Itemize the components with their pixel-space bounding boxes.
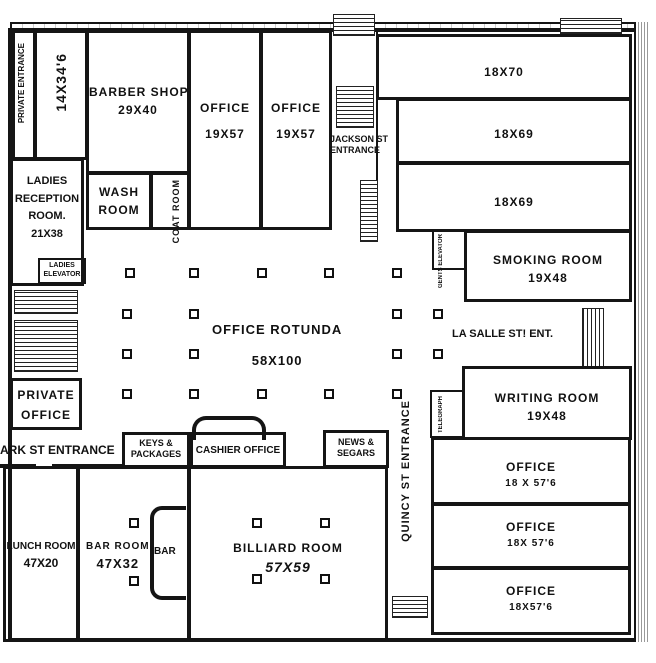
private-entrance: PRIVATE ENTRANCE	[12, 30, 36, 160]
bar-label: BAR	[154, 546, 176, 557]
stairs	[14, 320, 78, 372]
stairs	[336, 86, 374, 128]
telegraph-label: TELEGRAPH	[438, 396, 444, 434]
coat-room-label: COAT ROOM	[171, 179, 181, 244]
news-segars: NEWS &SEGARS	[323, 430, 389, 468]
park-st-entrance[interactable]: ARK ST ENTRANCE	[0, 443, 115, 457]
gents-elevator-label: GENTS ELEVATOR	[438, 234, 444, 289]
column-icon	[324, 389, 334, 399]
keys-packages: KEYS &PACKAGES	[122, 432, 190, 468]
office-18x70-label: 18X70	[484, 65, 524, 79]
column-icon	[129, 576, 139, 586]
private-entrance-label: PRIVATE ENTRANCE	[17, 43, 26, 124]
column-icon	[392, 349, 402, 359]
column-icon	[392, 389, 402, 399]
stairs	[360, 180, 378, 242]
keys-label: KEYS &PACKAGES	[130, 438, 182, 460]
column-icon	[189, 349, 199, 359]
column-icon	[125, 268, 135, 278]
coat-room: COAT ROOM	[150, 172, 190, 243]
column-icon	[122, 349, 132, 359]
east-sidewalk	[636, 22, 648, 642]
telegraph: TELEGRAPH	[430, 390, 464, 438]
column-icon	[433, 309, 443, 319]
gents-elevator: GENTS ELEVATOR	[432, 230, 466, 288]
stairs	[392, 596, 428, 618]
corner-steps	[560, 18, 622, 34]
column-icon	[189, 389, 199, 399]
column-icon	[122, 309, 132, 319]
column-icon	[189, 309, 199, 319]
column-icon	[252, 518, 262, 528]
column-icon	[189, 268, 199, 278]
office-18x69-label: 18X69	[494, 195, 534, 209]
room-14x34-label: 14X34'6	[53, 53, 69, 112]
office-18x70: 18X70	[376, 34, 632, 100]
office-18x69-label: 18X69	[494, 127, 534, 141]
jackson-steps	[333, 14, 375, 36]
stairs	[14, 290, 78, 314]
column-icon	[122, 389, 132, 399]
la-salle-st-entrance[interactable]: LA SALLE ST! ENT.	[452, 328, 554, 340]
column-icon	[320, 518, 330, 528]
news-label: NEWS &SEGARS	[336, 437, 375, 459]
office-18x69-a: 18X69	[396, 98, 632, 164]
column-icon	[392, 309, 402, 319]
quincy-st-entrance[interactable]: QUINCY ST ENTRANCE	[400, 400, 412, 542]
bar-counter: BAR	[150, 506, 186, 600]
column-icon	[257, 268, 267, 278]
column-icon	[433, 349, 443, 359]
cashier-arch	[192, 416, 266, 440]
cashier-label: CASHIER OFFICE	[195, 445, 281, 456]
column-icon	[392, 268, 402, 278]
column-icon	[129, 518, 139, 528]
column-icon	[324, 268, 334, 278]
stairs	[582, 308, 604, 368]
column-icon	[320, 574, 330, 584]
column-icon	[252, 574, 262, 584]
office-18x69-b: 18X69	[396, 162, 632, 232]
column-icon	[257, 389, 267, 399]
room-14x34: 14X34'6	[34, 30, 88, 160]
